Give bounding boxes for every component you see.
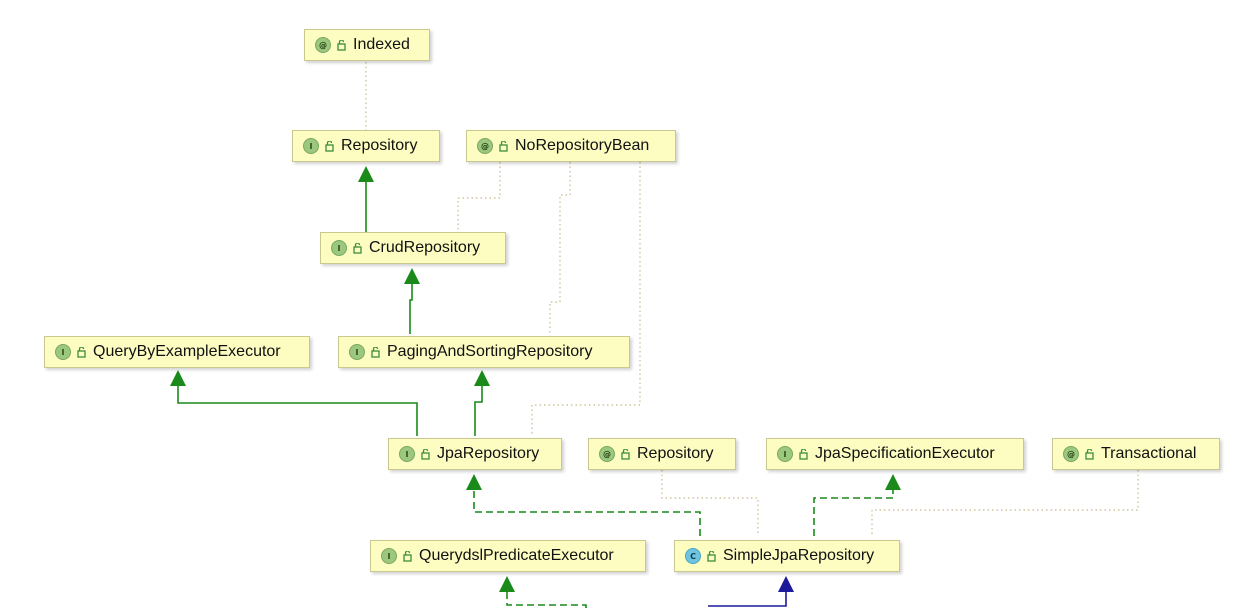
node-querybyexampleexecutor[interactable]: I QueryByExampleExecutor (44, 336, 310, 368)
public-visibility-icon (77, 346, 86, 358)
node-label: QueryByExampleExecutor (93, 343, 281, 360)
node-transactional[interactable]: @ Transactional (1052, 438, 1220, 470)
edge-norepositorybean-crudrepository (457, 162, 501, 232)
node-label: CrudRepository (369, 239, 481, 256)
edge-paging-arrowhead (404, 268, 420, 284)
edge-paging2-arrowhead (474, 370, 490, 386)
edge-transactional-simplejpa (871, 470, 1139, 536)
edge-jpa-impl-arrowhead (466, 474, 482, 490)
edge-jpa-extends-qbe (177, 374, 418, 436)
annotation-icon: @ (1063, 446, 1079, 462)
node-jpaspecificationexecutor[interactable]: I JpaSpecificationExecutor (766, 438, 1024, 470)
node-norepositorybean[interactable]: @ NoRepositoryBean (466, 130, 676, 162)
node-repository[interactable]: I Repository (292, 130, 440, 162)
edge-crud-arrowhead (358, 166, 374, 182)
annotation-icon: @ (477, 138, 493, 154)
interface-icon: I (399, 446, 415, 462)
node-indexed[interactable]: @ Indexed (304, 29, 430, 61)
node-label: NoRepositoryBean (515, 137, 650, 154)
node-label: SimpleJpaRepository (723, 547, 875, 564)
public-visibility-icon (707, 550, 716, 562)
interface-icon: I (55, 344, 71, 360)
edge-paging-extends-crud (409, 272, 413, 334)
node-querydslpredicateexecutor[interactable]: I QuerydslPredicateExecutor (370, 540, 646, 572)
public-visibility-icon (371, 346, 380, 358)
node-pagingandsortingrepository[interactable]: I PagingAndSortingRepository (338, 336, 630, 368)
node-label: QuerydslPredicateExecutor (419, 547, 614, 564)
interface-icon: I (381, 548, 397, 564)
edge-simplejpa-arrowhead (778, 576, 794, 592)
public-visibility-icon (1085, 448, 1094, 460)
public-visibility-icon (337, 39, 346, 51)
public-visibility-icon (421, 448, 430, 460)
node-jparepository[interactable]: I JpaRepository (388, 438, 562, 470)
public-visibility-icon (353, 242, 362, 254)
public-visibility-icon (403, 550, 412, 562)
class-icon: C (685, 548, 701, 564)
interface-icon: I (331, 240, 347, 256)
node-label: Indexed (353, 36, 410, 53)
node-label: Repository (341, 137, 418, 154)
annotation-icon: @ (315, 37, 331, 53)
public-visibility-icon (325, 140, 334, 152)
public-visibility-icon (499, 140, 508, 152)
edge-implements-querydsl (506, 584, 587, 608)
edge-qbe-arrowhead (170, 370, 186, 386)
edge-querydsl-impl-arrowhead (499, 576, 515, 592)
edge-jpa-extends-paging (474, 374, 483, 436)
node-label: JpaRepository (437, 445, 540, 462)
edge-extends-simplejpa (708, 584, 787, 607)
public-visibility-icon (799, 448, 808, 460)
node-label: JpaSpecificationExecutor (815, 445, 995, 462)
node-crudrepository[interactable]: I CrudRepository (320, 232, 506, 264)
node-repository-annotation[interactable]: @ Repository (588, 438, 736, 470)
edge-repositoryannotation-simplejpa (661, 470, 759, 536)
edge-norepositorybean-jparepository (531, 162, 641, 436)
interface-icon: I (349, 344, 365, 360)
interface-icon: I (777, 446, 793, 462)
annotation-icon: @ (599, 446, 615, 462)
edge-simplejpa-implements-jpa (473, 478, 701, 536)
interface-icon: I (303, 138, 319, 154)
node-label: Repository (637, 445, 714, 462)
edge-spec-impl-arrowhead (885, 474, 901, 490)
node-label: Transactional (1101, 445, 1197, 462)
node-label: PagingAndSortingRepository (387, 343, 593, 360)
public-visibility-icon (621, 448, 630, 460)
edge-simplejpa-implements-spec (813, 478, 894, 536)
edge-norepositorybean-paging (549, 162, 571, 334)
node-simplejparepository[interactable]: C SimpleJpaRepository (674, 540, 900, 572)
